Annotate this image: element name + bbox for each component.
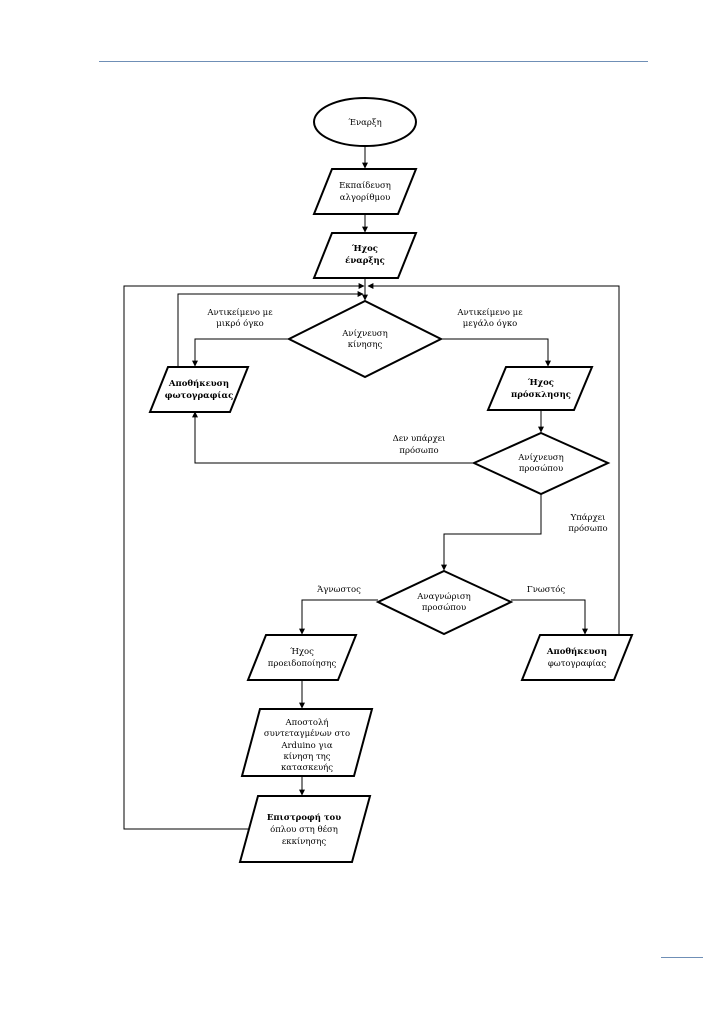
edge-label-face-exists-1: Υπάρχει [570,512,606,523]
send-label-3-rest: για [318,741,332,751]
train-label-2: αλγορίθμου [340,192,391,203]
start-label: Έναρξη [348,117,381,128]
connectors [123,146,620,830]
return-weapon-node: Επιστροφή του όπλου στη θέση εκκίνησης [238,795,372,863]
edge-label-unknown: Άγνωστος [316,584,361,595]
invite-sound-node: Ήχος πρόσκλησης [486,366,594,411]
send-label-2: συντεταγμένων στο [264,728,350,739]
warning-label-1: Ήχος [290,646,314,657]
edge-label-small-2: μικρό όγκο [216,318,264,329]
start-node: Έναρξη [313,97,417,147]
edge-save-right-loop [367,283,620,636]
start-sound-node: Ήχος έναρξης [312,232,418,279]
send-label-3-arduino: Arduino [280,741,315,751]
edge-label-noface-2: πρόσωπο [399,445,438,456]
face-detect-label-1: Ανίχνευση [517,452,563,463]
send-label-3: Arduino για [280,741,333,751]
save-left-label-1: Αποθήκευση [168,378,229,389]
motion-detection-node: Ανίχνευση κίνησης [286,299,444,379]
send-label-1: Αποστολή [285,717,329,728]
motion-label-2: κίνησης [348,339,383,350]
invite-sound-label-1: Ήχος [527,377,554,388]
edge-label-known: Γνωστός [527,584,566,595]
edge-return-loop [123,283,365,830]
send-coordinates-node: Αποστολή συντεταγμένων στο Arduino για κ… [240,708,374,777]
face-detect-label-2: προσώπου [519,463,563,474]
face-recog-label-1: Αναγνώριση [416,591,470,602]
start-sound-label-1: Ήχος [351,243,378,254]
edge-motion-large [441,338,551,367]
edge-known [511,599,588,635]
edge-label-noface-1: Δεν υπάρχει [393,433,446,444]
save-right-label-2: φωτογραφίας [548,658,607,669]
face-recog-label-2: προσώπου [422,602,466,613]
warning-sound-node: Ήχος προειδοποίησης [246,634,358,681]
train-label-1: Εκπαίδευση [339,180,391,191]
edge-face-exists [441,494,542,571]
edge-motion-small [192,338,289,367]
save-right-label-1: Αποθήκευση [546,646,607,657]
edge-labels: Αντικείμενο με μικρό όγκο Αντικείμενο με… [206,307,607,595]
train-algorithm-node: Εκπαίδευση αλγορίθμου [312,168,418,215]
footer-rule [661,957,703,958]
edge-save-left-loop [177,291,364,366]
edge-no-face [192,411,474,464]
edge-label-large-1: Αντικείμενο με [456,307,523,318]
save-photo-right-node: Αποθήκευση φωτογραφίας [520,634,634,681]
return-label-2: όπλου στη θέση [270,824,338,835]
warning-label-2: προειδοποίησης [268,658,337,669]
motion-label-1: Ανίχνευση [341,328,387,339]
save-left-label-2: φωτογραφίας [165,390,234,401]
edge-label-face-exists-2: πρόσωπο [568,523,607,534]
face-detection-node: Ανίχνευση προσώπου [471,431,611,496]
header-rule [99,61,648,62]
return-label-1: Επιστροφή του [267,812,341,823]
save-photo-left-node: Αποθήκευση φωτογραφίας [148,366,250,413]
edge-unknown [299,599,378,635]
start-sound-label-2: έναρξης [345,255,385,266]
invite-sound-label-2: πρόσκλησης [511,389,571,400]
face-recognition-node: Αναγνώριση προσώπου [375,569,514,636]
edge-label-small-1: Αντικείμενο με [206,307,273,318]
send-label-5: κατασκευής [281,762,333,773]
edge-label-large-2: μεγάλο όγκο [463,318,518,329]
return-label-3: εκκίνησης [282,836,327,847]
send-label-4: κίνηση της [283,751,330,762]
